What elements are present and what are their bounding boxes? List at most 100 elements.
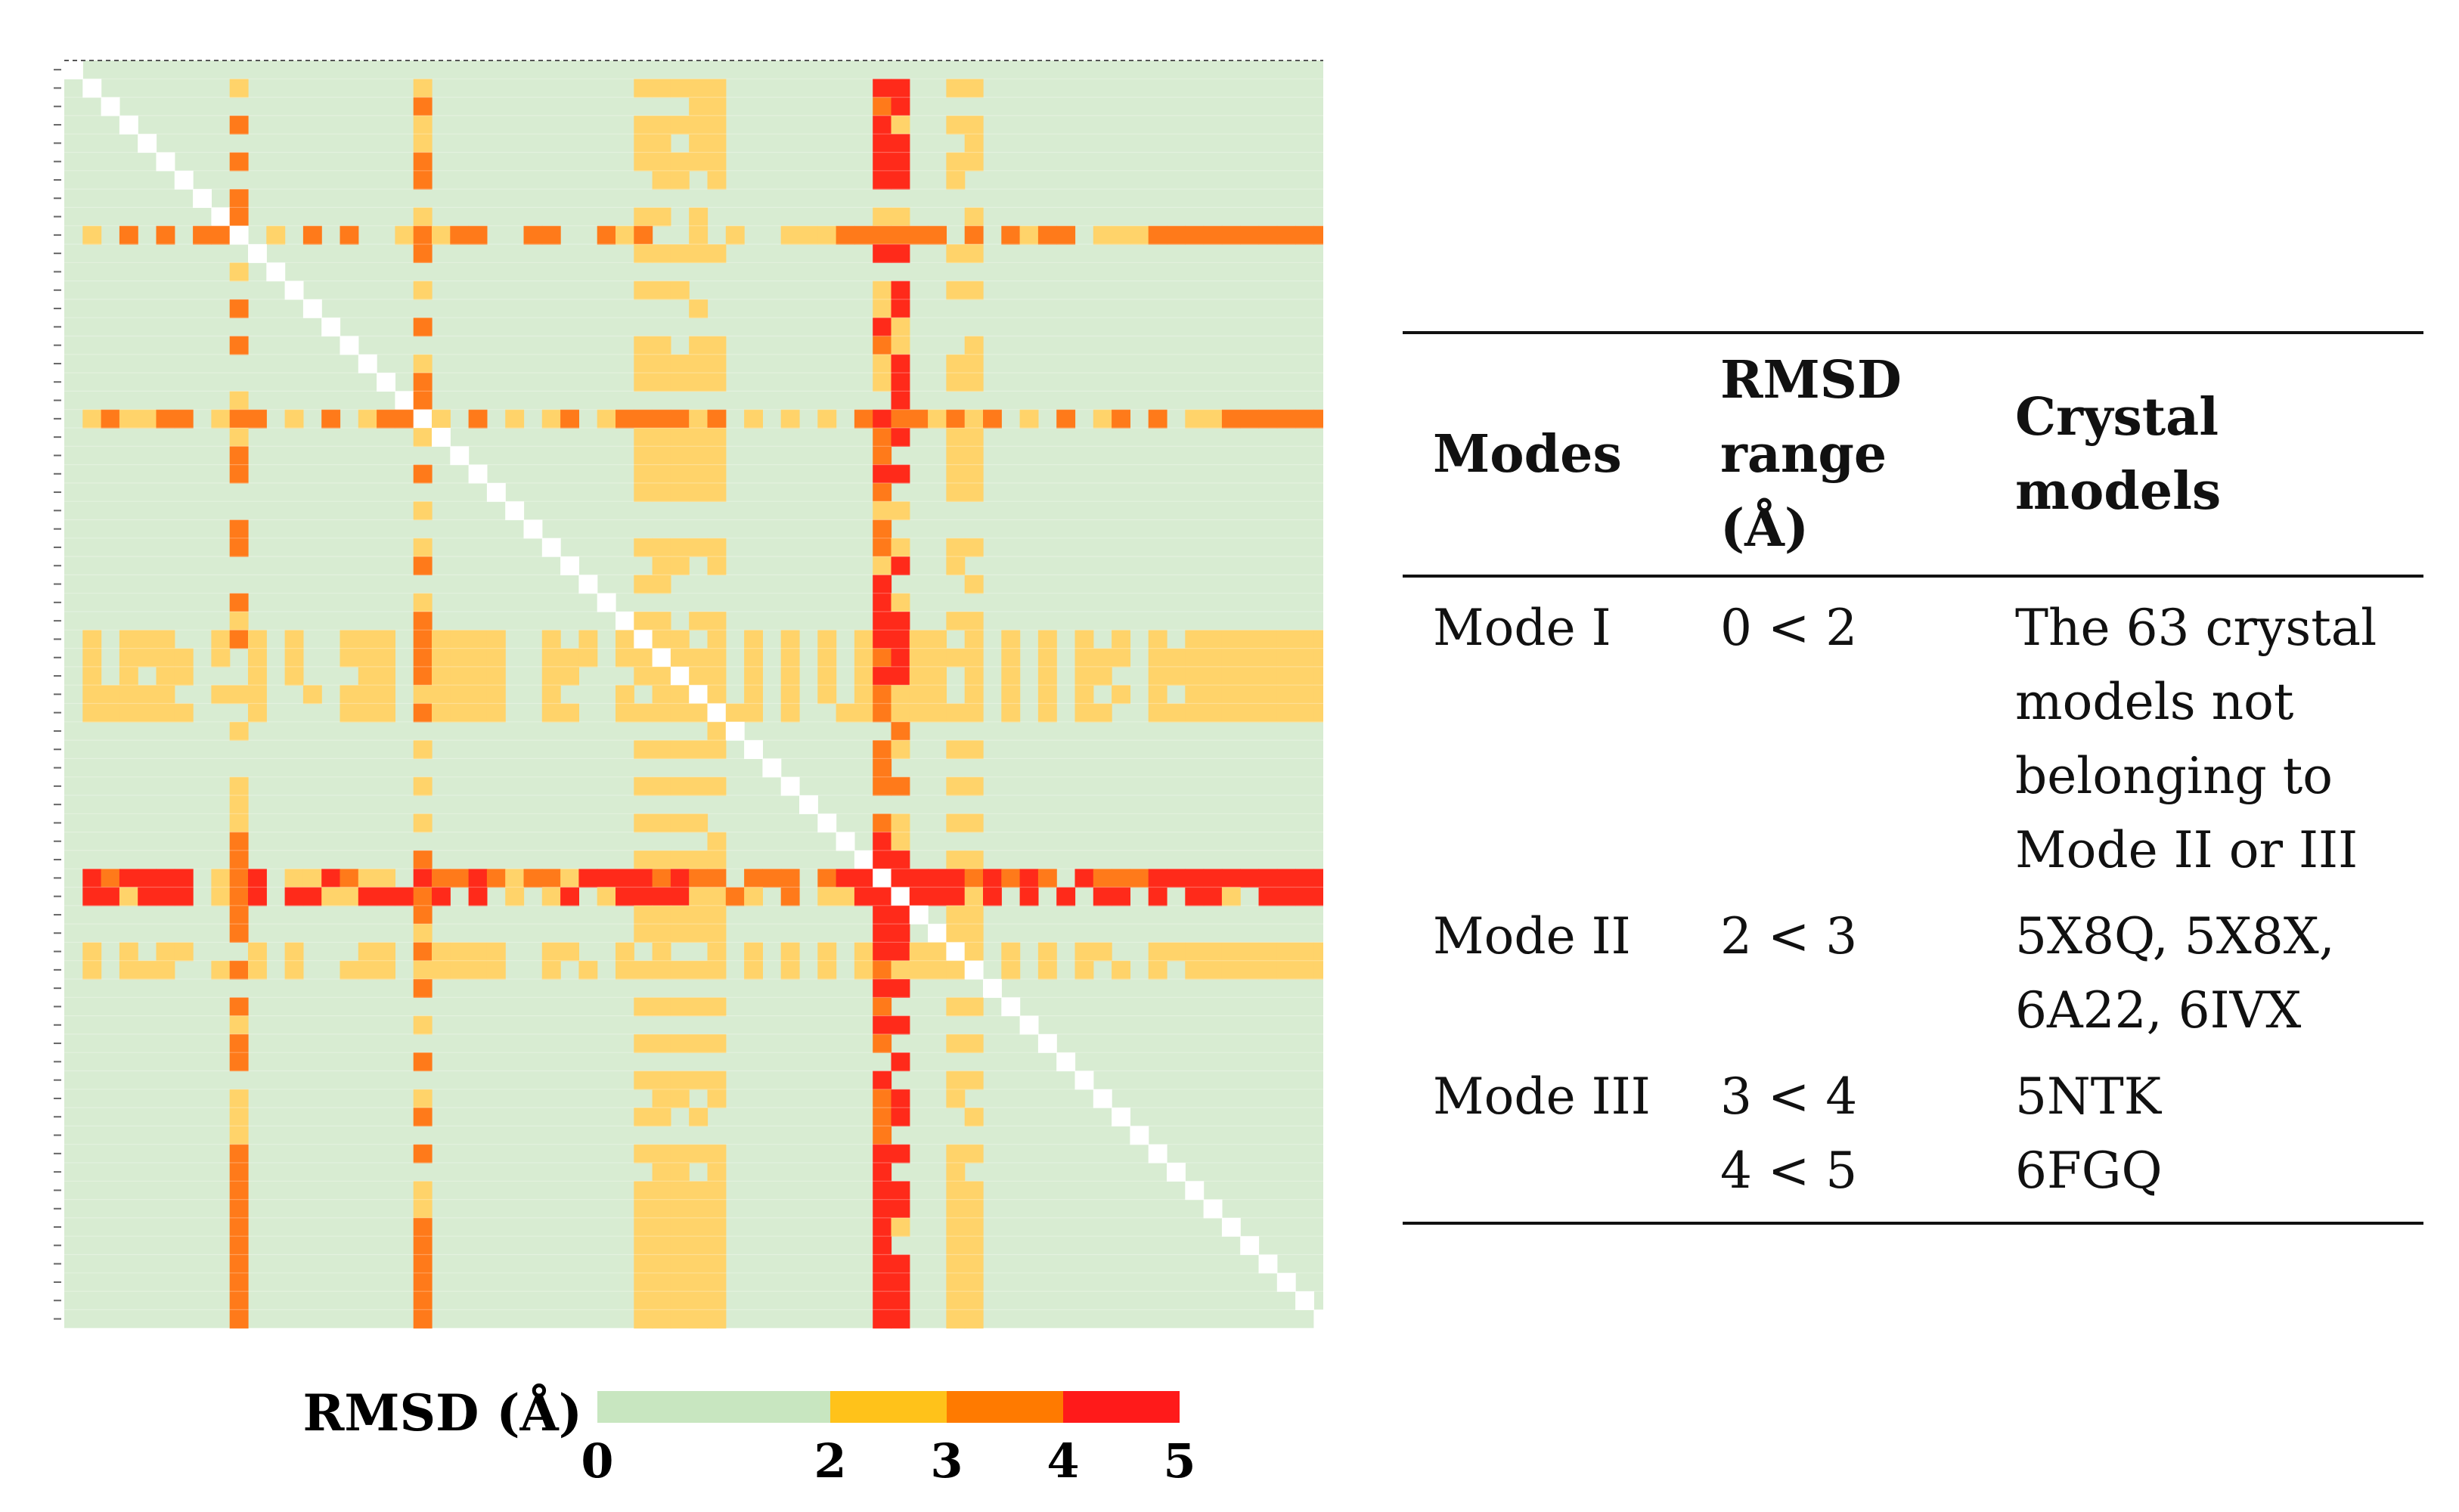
heatmap-cell	[413, 648, 433, 668]
heatmap-cell	[340, 887, 359, 906]
heatmap-cell	[891, 740, 910, 759]
heatmap-cell	[652, 152, 671, 172]
heatmap-cell	[211, 685, 231, 705]
heatmap-cell	[873, 446, 892, 466]
heatmap-cell	[964, 134, 984, 153]
heatmap-cell	[873, 1181, 892, 1201]
heatmap-cell	[964, 225, 984, 245]
heatmap-cell	[780, 776, 800, 796]
heatmap-cell	[82, 703, 102, 723]
heatmap-cell	[1093, 942, 1112, 962]
heatmap-cell	[946, 1181, 966, 1201]
heatmap-cell	[873, 869, 892, 888]
heatmap-cell	[1167, 869, 1186, 888]
heatmap-cell	[873, 225, 892, 245]
heatmap-cell	[928, 648, 947, 668]
heatmap-cell	[505, 887, 525, 906]
heatmap-cell	[358, 869, 377, 888]
row-models: The 63 crystal models not belonging to M…	[1985, 576, 2423, 894]
heatmap-cell	[413, 1309, 433, 1329]
heatmap-cell	[634, 115, 653, 135]
heatmap-cell	[358, 409, 377, 429]
heatmap-cell	[854, 942, 873, 962]
heatmap-cell	[652, 79, 671, 98]
row-mode: Mode III	[1433, 1067, 1651, 1126]
heatmap-cell	[946, 428, 966, 447]
heatmap-cell	[616, 225, 634, 245]
colorbar-tick-label: 4	[1047, 1433, 1079, 1489]
heatmap-cell	[1019, 1015, 1039, 1035]
heatmap-cell	[486, 942, 506, 962]
heatmap-cell	[560, 703, 579, 723]
header-rmsd-range-line1: RMSD	[1720, 350, 1902, 411]
heatmap-cell	[946, 648, 966, 668]
heatmap-cell	[634, 538, 653, 557]
heatmap-cell	[395, 225, 414, 245]
heatmap-cell	[523, 225, 543, 245]
heatmap-cell	[1185, 648, 1205, 668]
heatmap-cell	[634, 887, 653, 906]
heatmap-cell	[211, 630, 231, 649]
heatmap-cell	[377, 869, 395, 888]
heatmap-cell	[817, 942, 837, 962]
colorbar-band	[597, 1391, 830, 1423]
heatmap-cell	[616, 409, 634, 429]
heatmap-cell	[873, 1126, 892, 1145]
heatmap-cell	[229, 391, 249, 411]
heatmap-cell	[670, 409, 690, 429]
heatmap-cell	[1037, 869, 1057, 888]
heatmap-cell	[707, 869, 727, 888]
heatmap-cell	[670, 1309, 690, 1329]
row-range-line: 2 < 3	[1720, 907, 1858, 965]
heatmap-cell	[1295, 630, 1314, 649]
heatmap-cell	[1037, 942, 1057, 962]
heatmap-cell	[413, 134, 433, 153]
heatmap-cell	[138, 960, 157, 980]
heatmap-cell	[119, 960, 138, 980]
heatmap-cell	[873, 409, 892, 429]
heatmap-cell	[634, 79, 653, 98]
heatmap-cell	[468, 869, 488, 888]
heatmap-cell	[873, 1236, 892, 1256]
heatmap-cell	[82, 79, 102, 98]
heatmap-cell	[413, 1144, 433, 1163]
heatmap-cell	[174, 703, 194, 723]
heatmap-cell	[873, 115, 892, 135]
heatmap-cell	[229, 832, 249, 851]
heatmap-cell	[119, 887, 138, 906]
heatmap-cell	[1185, 1181, 1205, 1201]
heatmap-cell	[634, 960, 653, 980]
heatmap-cell	[1001, 648, 1021, 668]
heatmap-cell	[964, 428, 984, 447]
heatmap-cell	[248, 648, 267, 668]
row-models-line: belonging to	[2015, 747, 2333, 805]
heatmap-cell	[909, 630, 929, 649]
heatmap-cell	[707, 354, 727, 373]
heatmap-cell	[1093, 225, 1112, 245]
heatmap-cell	[229, 446, 249, 466]
heatmap-cell	[616, 869, 634, 888]
heatmap-cell	[946, 280, 966, 300]
heatmap-cell	[891, 924, 910, 943]
heatmap-cell	[1203, 648, 1223, 668]
heatmap-cell	[174, 887, 194, 906]
heatmap-cell	[946, 538, 966, 557]
heatmap-cell	[248, 942, 267, 962]
heatmap-cell	[284, 887, 304, 906]
heatmap-cell	[762, 869, 782, 888]
heatmap-cell	[413, 409, 433, 429]
heatmap-cell	[634, 630, 653, 649]
heatmap-cell	[744, 648, 763, 668]
heatmap-cell	[873, 850, 892, 869]
heatmap-cell	[873, 813, 892, 833]
row-models-line: 6A22, 6IVX	[2015, 981, 2302, 1040]
heatmap-cell	[450, 666, 470, 686]
heatmap-cell	[744, 960, 763, 980]
heatmap-cell	[670, 997, 690, 1017]
heatmap-cell	[1221, 630, 1241, 649]
heatmap-cell	[707, 115, 727, 135]
heatmap-cell	[578, 575, 598, 594]
heatmap-cell	[432, 685, 451, 705]
heatmap-cell	[652, 685, 671, 705]
heatmap-cell	[634, 740, 653, 759]
